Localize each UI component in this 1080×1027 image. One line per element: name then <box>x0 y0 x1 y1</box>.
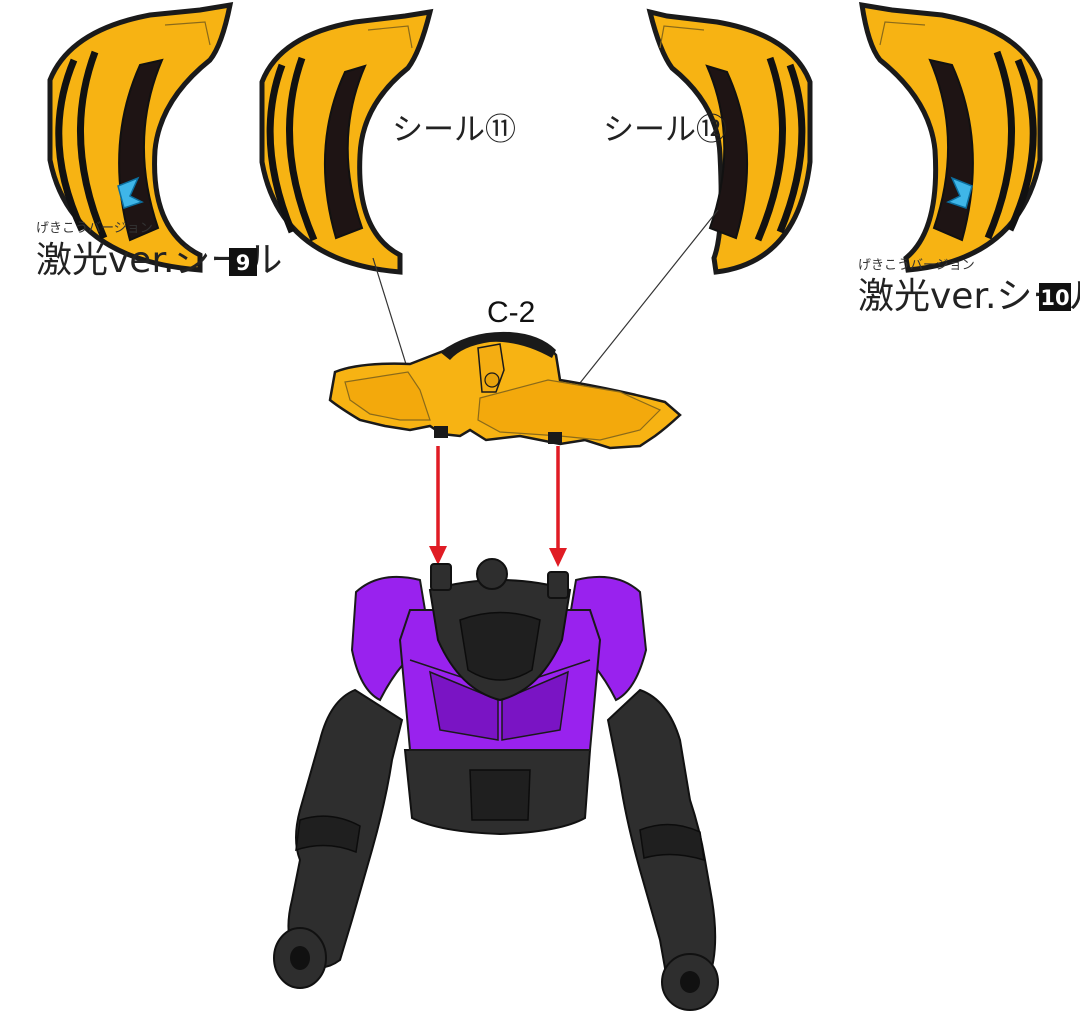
gekikou-sticker-10-ruby: げきこうバージョン <box>858 258 975 273</box>
shoulder-armor-part <box>328 331 682 450</box>
sticker-number-badge-9 <box>229 248 257 276</box>
torso-with-arms <box>273 558 719 1011</box>
connector-peg-right <box>548 432 562 444</box>
neck-ball-joint <box>476 558 508 590</box>
shoulder-piece-gekikou-right <box>859 1 1043 273</box>
gekikou-sticker-9-ruby: げきこうバージョン <box>36 221 153 236</box>
gekikou-sticker-9-label: げきこうバージョン 激光ver.シール 9 <box>36 221 282 281</box>
shoulder-piece-sticker-11 <box>259 8 434 275</box>
leader-line-sticker-11 <box>372 257 411 378</box>
shoulder-peg-left <box>430 563 452 591</box>
sticker-number-10: 10 <box>1040 286 1069 310</box>
sticker-11-label: シール⑪ <box>392 112 516 148</box>
assembly-arrow-left <box>429 446 447 565</box>
shoulder-piece-gekikou-left <box>47 1 234 273</box>
shoulder-peg-right <box>547 571 569 599</box>
connector-peg-left <box>434 426 448 438</box>
sticker-12-label: シール⑫ <box>603 112 727 148</box>
sticker-number-badge-10 <box>1039 283 1071 311</box>
leader-line-sticker-12 <box>571 209 719 394</box>
shoulder-piece-sticker-12 <box>646 8 813 275</box>
assembly-arrow-right <box>549 446 567 567</box>
part-number-label: C-2 <box>487 296 535 329</box>
sticker-number-9: 9 <box>236 251 251 275</box>
gekikou-sticker-10-label: げきこうバージョン 激光ver.シール 10 <box>858 258 1080 317</box>
